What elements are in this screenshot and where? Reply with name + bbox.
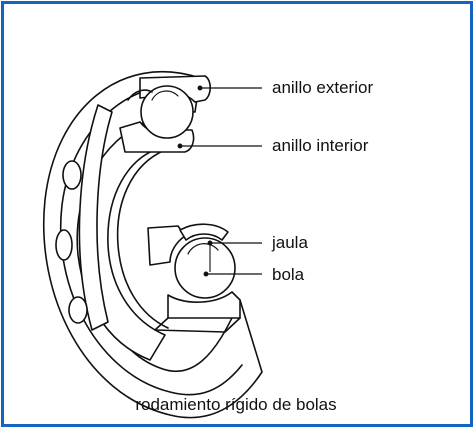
inner-ring-bore — [116, 149, 169, 329]
hidden-ball — [62, 160, 82, 190]
bottom-cage — [179, 223, 229, 241]
top-ball — [140, 85, 194, 139]
hidden-ball — [55, 229, 73, 261]
hidden-ball — [68, 296, 88, 324]
label-cage: jaula — [272, 233, 308, 252]
label-ball: bola — [272, 265, 305, 284]
top-cage — [127, 89, 153, 101]
diagram-caption: rodamiento rígido de bolas — [135, 395, 337, 414]
label-outer-ring: anillo exterior — [272, 78, 374, 97]
cage-band — [78, 104, 113, 331]
label-inner-ring: anillo interior — [272, 136, 369, 155]
outer-ring-rim — [59, 85, 243, 396]
bottom-ball — [174, 237, 236, 299]
bottom-outer-section — [167, 291, 241, 319]
